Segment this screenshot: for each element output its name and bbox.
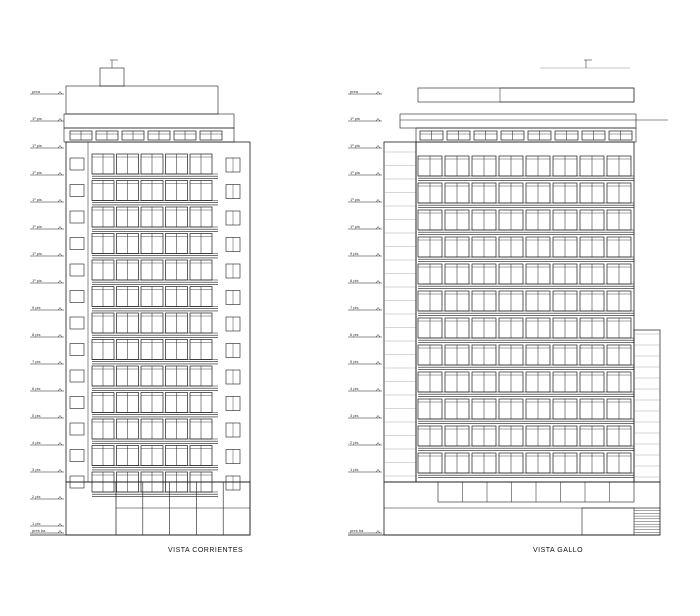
corrientes-level-label: 1º pis <box>32 116 42 121</box>
corrientes-level-marker <box>57 145 63 149</box>
corrientes-side-window <box>69 396 85 409</box>
corrientes-level-label: 7 pis <box>32 359 40 364</box>
gallo-level-marker <box>375 361 381 365</box>
corrientes-level-label: 1º pis <box>32 224 42 229</box>
corrientes-level-label: 1 pis <box>32 521 40 526</box>
gallo-level-marker <box>375 145 381 149</box>
corrientes-level-marker <box>57 172 63 176</box>
corrientes-level-label: 1º pis <box>32 197 42 202</box>
corrientes-level-marker <box>57 307 63 311</box>
gallo-level-label: 1º pis <box>350 224 360 229</box>
gallo-top-band <box>399 113 637 129</box>
corrientes-level-marker <box>57 334 63 338</box>
gallo-level-marker <box>375 530 381 534</box>
corrientes-level-label: 2 pis <box>32 494 40 499</box>
gallo-level-label: 6 pis <box>350 332 358 337</box>
gallo-level-marker <box>375 91 381 95</box>
gallo-level-label: 8 pis <box>350 278 358 283</box>
gallo-level-label: 4 pis <box>350 386 358 391</box>
gallo-level-marker <box>375 118 381 122</box>
corrientes-side-window <box>69 210 85 224</box>
corrientes-level-label: 9 pis <box>32 305 40 310</box>
corrientes-level-label: 1º pis <box>32 251 42 256</box>
corrientes-roof-box <box>99 67 125 87</box>
gallo-machine-room <box>417 87 635 103</box>
corrientes-side-window <box>69 157 85 171</box>
gallo-level-marker <box>375 442 381 446</box>
corrientes-level-label: 1º pis <box>32 143 42 148</box>
gallo-level-marker <box>375 334 381 338</box>
gallo-service-core <box>383 141 417 483</box>
corrientes-machine-room <box>65 85 219 115</box>
gallo-level-label: 3 pis <box>350 413 358 418</box>
gallo-level-marker <box>375 172 381 176</box>
gallo-level-marker <box>375 469 381 473</box>
corrientes-level-marker <box>57 199 63 203</box>
gallo-level-label: 1º pis <box>350 197 360 202</box>
corrientes-level-label: 6 pis <box>32 386 40 391</box>
gallo-level-label: 1º pis <box>350 170 360 175</box>
gallo-garage-door <box>581 507 635 536</box>
corrientes-side-window <box>69 343 85 356</box>
corrientes-side-window <box>69 237 85 250</box>
corrientes-level-marker <box>57 253 63 257</box>
corrientes-level-label: 4 pis <box>32 440 40 445</box>
gallo-level-label: 7 pis <box>350 305 358 310</box>
corrientes-level-marker <box>57 496 63 500</box>
corrientes-level-label: 5 pis <box>32 413 40 418</box>
gallo-level-label: pres ba <box>350 528 364 533</box>
gallo-level-label: 2 pis <box>350 440 358 445</box>
caption-vista-gallo: VISTA GALLO <box>533 547 584 554</box>
corrientes-level-label: 1º pis <box>32 278 42 283</box>
gallo-ground-floor <box>383 481 661 536</box>
gallo-level-marker <box>375 307 381 311</box>
corrientes-level-label: 3 pis <box>32 467 40 472</box>
gallo-level-label: 1 pis <box>350 467 358 472</box>
corrientes-level-label: 8 pis <box>32 332 40 337</box>
corrientes-level-marker <box>57 388 63 392</box>
gallo-level-marker <box>375 415 381 419</box>
gallo-level-marker <box>375 226 381 230</box>
gallo-level-marker <box>375 280 381 284</box>
gallo-level-label: 1º pis <box>350 116 360 121</box>
gallo-level-marker <box>375 199 381 203</box>
corrientes-side-window <box>69 449 85 462</box>
corrientes-side-window <box>69 369 85 383</box>
corrientes-side-window <box>69 263 85 277</box>
corrientes-side-window <box>69 184 85 197</box>
caption-vista-corrientes: VISTA CORRIENTES <box>168 547 244 554</box>
corrientes-top-band <box>63 113 235 129</box>
corrientes-level-marker <box>57 91 63 95</box>
gallo-level-label: 1º pis <box>350 143 360 148</box>
corrientes-level-marker <box>57 118 63 122</box>
corrientes-side-window <box>69 316 85 330</box>
corrientes-ground-floor <box>65 481 251 536</box>
corrientes-level-marker <box>57 361 63 365</box>
corrientes-level-marker <box>57 530 63 534</box>
gallo-level-label: 9 pis <box>350 251 358 256</box>
gallo-level-label: 5 pis <box>350 359 358 364</box>
corrientes-level-marker <box>57 523 63 527</box>
corrientes-level-label: pres ba <box>32 528 46 533</box>
corrientes-level-marker <box>57 280 63 284</box>
corrientes-side-window <box>69 290 85 303</box>
gallo-machine-room-inner <box>499 87 635 103</box>
gallo-level-marker <box>375 253 381 257</box>
corrientes-level-marker <box>57 469 63 473</box>
gallo-level-label: prea <box>350 89 359 94</box>
gallo-tower-outline <box>415 141 635 483</box>
corrientes-level-marker <box>57 226 63 230</box>
corrientes-side-window <box>69 422 85 436</box>
gallo-level-marker <box>375 388 381 392</box>
corrientes-level-label: prea <box>32 89 41 94</box>
corrientes-level-label: 1º pis <box>32 170 42 175</box>
gallo-right-annex <box>633 329 661 483</box>
corrientes-level-marker <box>57 415 63 419</box>
corrientes-tower-outline <box>65 141 251 483</box>
corrientes-level-marker <box>57 442 63 446</box>
